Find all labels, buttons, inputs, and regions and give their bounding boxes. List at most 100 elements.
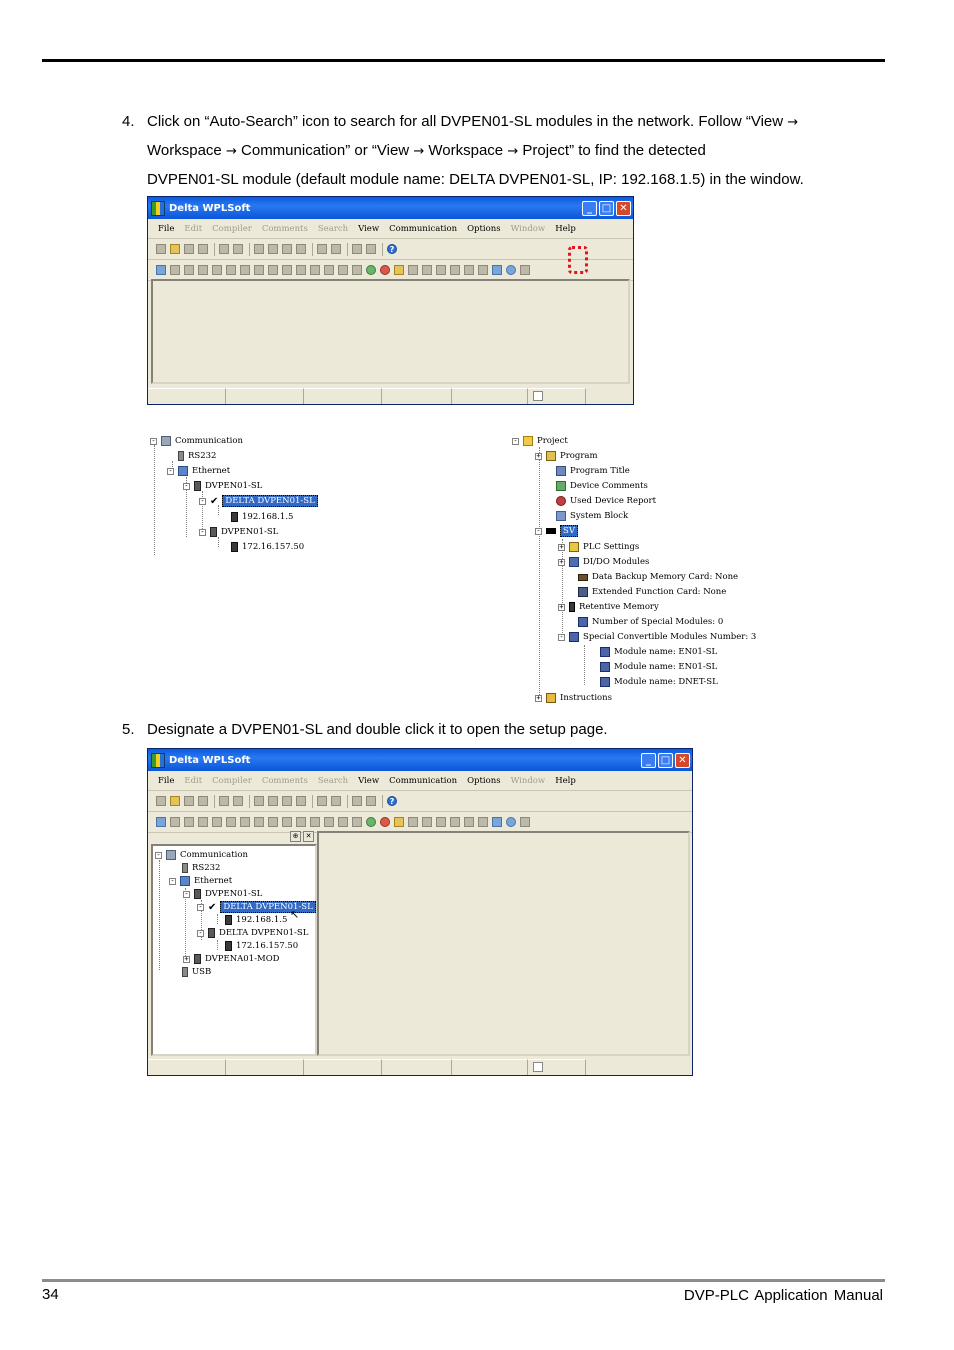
undo-icon[interactable] xyxy=(219,796,229,806)
tree-node-project[interactable]: -Project xyxy=(512,436,568,446)
menu-compiler[interactable]: Compiler xyxy=(212,775,252,786)
close-button[interactable]: ✕ xyxy=(675,752,690,768)
tree-node-ethernet[interactable]: -Ethernet xyxy=(169,876,233,886)
plc-icon[interactable] xyxy=(352,817,362,827)
tree-node-special-convertible[interactable]: -Special Convertible Modules Number: 3 xyxy=(558,632,757,642)
tree-node-dvpena01-mod[interactable]: +DVPENA01-MOD xyxy=(183,954,280,964)
tree-node-rs232[interactable]: RS232 xyxy=(178,450,216,462)
stop-icon[interactable] xyxy=(380,265,390,275)
tool-icon[interactable] xyxy=(464,817,474,827)
tree-node-backup-card[interactable]: Data Backup Memory Card: None xyxy=(578,571,738,583)
menu-communication[interactable]: Communication xyxy=(389,775,458,786)
tree-node-sv[interactable]: -SV xyxy=(535,525,578,537)
tree-node-delta-dvpen01-sl-2[interactable]: -DELTA DVPEN01-SL xyxy=(197,928,309,938)
tree-node-extended-card[interactable]: Extended Function Card: None xyxy=(578,586,726,598)
chart-icon[interactable] xyxy=(212,817,222,827)
pin-icon[interactable]: ⊕ xyxy=(290,831,301,842)
tree-node-ip-2[interactable]: 172.16.157.50 xyxy=(225,940,298,952)
menu-comments[interactable]: Comments xyxy=(261,223,308,234)
online-icon[interactable] xyxy=(394,817,404,827)
help-icon[interactable]: ? xyxy=(387,244,397,254)
undo-icon[interactable] xyxy=(219,244,229,254)
link-icon[interactable] xyxy=(422,817,432,827)
transfer-icon[interactable] xyxy=(408,265,418,275)
find-icon[interactable] xyxy=(331,796,341,806)
stop-icon[interactable] xyxy=(380,817,390,827)
tree-node-delta-dvpen01-sl[interactable]: -✔DELTA DVPEN01-SL xyxy=(199,495,318,507)
tree-node-module-2[interactable]: Module name: EN01-SL xyxy=(600,661,717,673)
tree-node-instructions[interactable]: +Instructions xyxy=(535,693,612,703)
menu-comments[interactable]: Comments xyxy=(261,775,308,786)
menu-view[interactable]: View xyxy=(358,775,380,786)
cut-icon[interactable] xyxy=(254,244,264,254)
search-icon[interactable] xyxy=(506,817,516,827)
zoom-out-icon[interactable] xyxy=(366,244,376,254)
menu-communication[interactable]: Communication xyxy=(389,223,458,234)
read-icon[interactable] xyxy=(296,265,306,275)
setting-icon[interactable] xyxy=(450,817,460,827)
menu-options[interactable]: Options xyxy=(467,223,501,234)
tree-node-communication[interactable]: -Communication xyxy=(150,436,243,446)
minimize-button[interactable]: _ xyxy=(641,752,656,768)
new-file-icon[interactable] xyxy=(156,796,166,806)
online-icon[interactable] xyxy=(394,265,404,275)
open-file-icon[interactable] xyxy=(170,796,180,806)
ladder-icon[interactable] xyxy=(156,817,166,827)
menu-edit[interactable]: Edit xyxy=(184,223,203,234)
status-checkbox[interactable] xyxy=(533,391,543,401)
table-icon[interactable] xyxy=(240,265,250,275)
tool2-icon[interactable] xyxy=(478,265,488,275)
copy-icon[interactable] xyxy=(268,796,278,806)
tree-node-rs232[interactable]: RS232 xyxy=(182,862,220,874)
link-icon[interactable] xyxy=(422,265,432,275)
mode-icon[interactable] xyxy=(198,817,208,827)
tree-node-program-title[interactable]: Program Title xyxy=(556,465,630,477)
sfc-icon[interactable] xyxy=(184,265,194,275)
zoom-out-icon[interactable] xyxy=(366,796,376,806)
list-icon[interactable] xyxy=(254,817,264,827)
help-icon[interactable]: ? xyxy=(387,796,397,806)
maximize-button[interactable]: □ xyxy=(599,200,614,216)
tree-node-plc-settings[interactable]: +PLC Settings xyxy=(558,542,640,552)
write-icon[interactable] xyxy=(282,265,292,275)
tree-node-delta-dvpen01-sl[interactable]: -✔DELTA DVPEN01-SL xyxy=(197,901,316,913)
maximize-button[interactable]: □ xyxy=(658,752,673,768)
tree-node-special-modules[interactable]: Number of Special Modules: 0 xyxy=(578,616,723,628)
copy-icon[interactable] xyxy=(268,244,278,254)
table-icon[interactable] xyxy=(240,817,250,827)
paste-special-icon[interactable] xyxy=(296,244,306,254)
register-icon[interactable] xyxy=(338,265,348,275)
tree-node-device-comments[interactable]: Device Comments xyxy=(556,480,648,492)
new-file-icon[interactable] xyxy=(156,244,166,254)
redo-icon[interactable] xyxy=(233,244,243,254)
menu-help[interactable]: Help xyxy=(555,223,576,234)
device-icon[interactable] xyxy=(324,265,334,275)
refresh-icon[interactable] xyxy=(317,244,327,254)
zoom-in-icon[interactable] xyxy=(352,796,362,806)
tree-node-program[interactable]: +Program xyxy=(535,451,598,461)
search-icon[interactable] xyxy=(506,265,516,275)
ladder-icon[interactable] xyxy=(156,265,166,275)
instruction-icon[interactable] xyxy=(170,265,180,275)
find-icon[interactable] xyxy=(331,244,341,254)
menu-file[interactable]: File xyxy=(158,775,175,786)
minimize-button[interactable]: _ xyxy=(582,200,597,216)
wizard-icon[interactable] xyxy=(268,265,278,275)
list-icon[interactable] xyxy=(254,265,264,275)
menu-compiler[interactable]: Compiler xyxy=(212,223,252,234)
menu-search[interactable]: Search xyxy=(317,223,349,234)
tree-node-ethernet[interactable]: -Ethernet xyxy=(167,466,231,476)
paste-icon[interactable] xyxy=(282,244,292,254)
tree-node-ip-2[interactable]: 172.16.157.50 xyxy=(231,541,304,553)
print-icon[interactable] xyxy=(198,244,208,254)
status-checkbox[interactable] xyxy=(533,1062,543,1072)
tree-node-dido-modules[interactable]: +DI/DO Modules xyxy=(558,557,650,567)
register-icon[interactable] xyxy=(338,817,348,827)
menu-search[interactable]: Search xyxy=(317,775,349,786)
tree-node-module-1[interactable]: Module name: EN01-SL xyxy=(600,646,717,658)
tree-node-system-block[interactable]: System Block xyxy=(556,510,628,522)
link-off-icon[interactable] xyxy=(436,265,446,275)
tool2-icon[interactable] xyxy=(478,817,488,827)
monitor-icon[interactable] xyxy=(226,817,236,827)
read-icon[interactable] xyxy=(296,817,306,827)
